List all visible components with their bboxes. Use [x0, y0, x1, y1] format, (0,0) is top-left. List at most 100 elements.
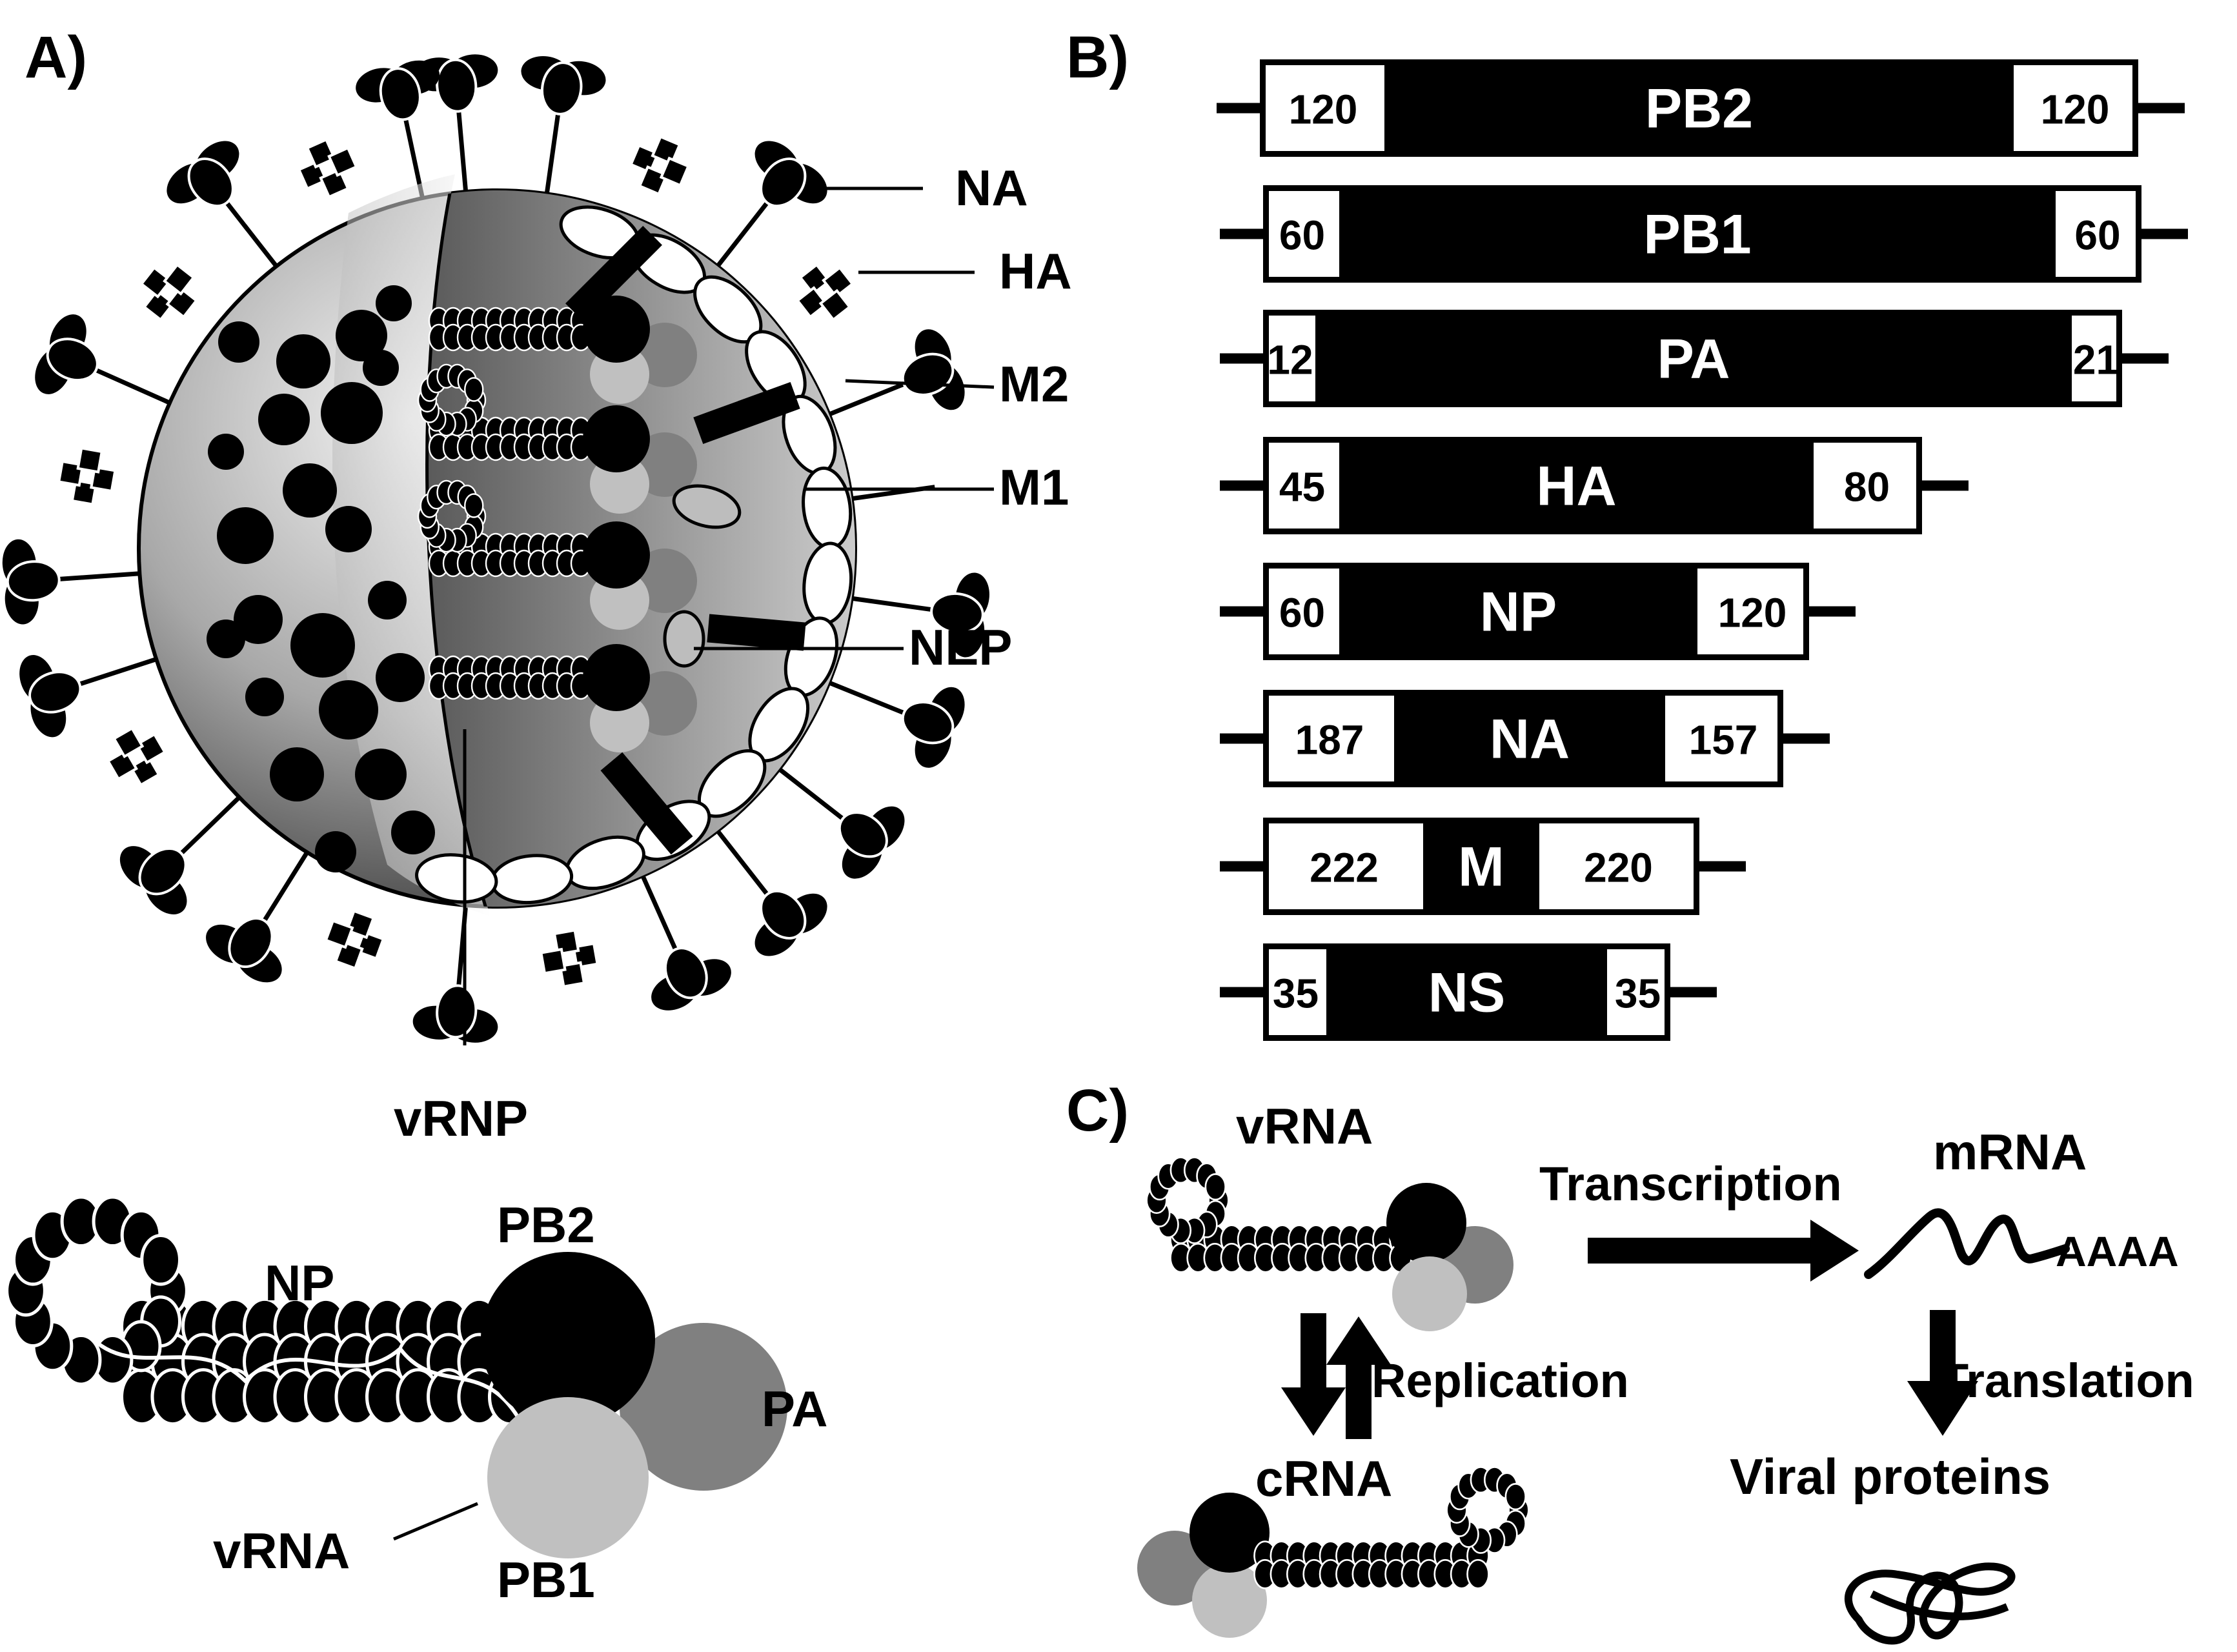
ha-head-icon [521, 56, 606, 116]
m1-oval [415, 853, 498, 904]
coding-region [1263, 185, 2141, 283]
ha-stalk [715, 829, 771, 898]
down-arrow [1281, 1313, 1346, 1436]
pb2-label: PB2 [497, 1196, 595, 1253]
segment-name: M [1458, 836, 1504, 898]
crna-np-chain [1253, 1466, 1530, 1589]
utr-right-length: 80 [1844, 464, 1890, 510]
internal-pb2 [583, 521, 650, 589]
ha-stalk [92, 367, 171, 405]
nep-callout-label: NEP [909, 619, 1012, 676]
ha-head-icon [412, 984, 498, 1043]
utr-left-length: 120 [1289, 86, 1358, 133]
vrnp-callout-label: vRNP [394, 1090, 528, 1147]
utr-left-box [1266, 65, 1384, 151]
na-tetramer-icon [629, 135, 691, 196]
internal-vrnps [417, 296, 697, 752]
translation-label: Translation [1939, 1354, 2194, 1407]
ha-stalk [828, 381, 908, 417]
vrna-strand [82, 1328, 531, 1440]
mrna-strand [1864, 1208, 2070, 1279]
utr-right-length: 35 [1615, 971, 1661, 1017]
m2-channel-2 [693, 381, 800, 445]
np-monomer [1504, 1483, 1526, 1511]
internal-pb2 [583, 644, 650, 711]
viral-protein-fold [1844, 1562, 2016, 1645]
transcription-arrow [1588, 1220, 1859, 1282]
utr-right-box [1814, 443, 1916, 529]
utr-right-length: 157 [1689, 717, 1758, 763]
crna-title: cRNA [1255, 1450, 1392, 1507]
utr-right-length: 60 [2074, 212, 2120, 259]
panel-a-label: A) [25, 25, 87, 90]
utr-right-box [2056, 191, 2136, 277]
ha-stalk [177, 796, 241, 858]
envelope-dot [258, 394, 310, 445]
utr-right-box [1607, 949, 1665, 1035]
pb1-label: PB1 [497, 1551, 595, 1608]
envelope-dot [270, 747, 324, 801]
envelope-dot [391, 811, 435, 854]
surface-spikes [2, 54, 989, 1043]
vrna-np-chain [1146, 1156, 1412, 1273]
envelope-dot [245, 678, 284, 716]
internal-vrnp [428, 296, 697, 404]
envelope-dot [336, 310, 387, 361]
envelope-dot [319, 680, 378, 740]
vrna-pb2 [1386, 1183, 1466, 1263]
utr-left-length: 35 [1273, 971, 1319, 1017]
utr-left-length: 187 [1295, 717, 1364, 763]
ha-head-icon [206, 917, 282, 983]
envelope-dot [321, 382, 383, 444]
envelope-dot [290, 613, 355, 678]
ha-head-icon [2, 539, 61, 625]
na-tetramer-icon [297, 137, 358, 199]
pa-subunit [620, 1323, 787, 1491]
na-tetramer-icon [106, 726, 167, 787]
transcription-label: Transcription [1539, 1157, 1842, 1211]
vrna-callout-line [393, 1502, 478, 1541]
envelope-dot [283, 463, 337, 518]
nep-protein-2 [663, 610, 705, 668]
ha-stalk [851, 596, 935, 612]
coding-region [1263, 310, 2122, 407]
panel-b-label: B) [1066, 25, 1129, 90]
ha-head-icon [754, 889, 827, 956]
crna-pb1 [1192, 1563, 1267, 1638]
viral-proteins-label: Viral proteins [1730, 1448, 2050, 1505]
ha-stalk [223, 199, 279, 268]
m2-channel-4 [600, 752, 693, 855]
ha-head-icon [930, 572, 989, 658]
utr-right-length: 21 [2073, 337, 2119, 383]
pb1-subunit [487, 1397, 649, 1558]
segment-name: NP [1480, 581, 1557, 643]
np-monomer [464, 493, 484, 518]
segment-name: HA [1536, 456, 1616, 518]
utr-right-box [1665, 696, 1777, 781]
na-tetramer-icon [139, 263, 199, 322]
nep-protein [672, 484, 742, 529]
envelope-dot [363, 350, 399, 386]
envelope-dot [234, 595, 283, 644]
vrna-title: vRNA [1236, 1098, 1373, 1154]
up-arrow [1326, 1316, 1391, 1439]
utr-left-box [1269, 191, 1339, 277]
m2-callout-label: M2 [999, 356, 1069, 412]
utr-left-box [1269, 949, 1326, 1035]
polya-tail: AAAA [2056, 1227, 2179, 1275]
ha-head-icon [167, 141, 239, 208]
utr-right-box [2014, 65, 2132, 151]
ha-stalk [544, 110, 561, 194]
internal-vrnp [428, 644, 697, 752]
vrna-complex [1146, 1156, 1513, 1331]
ha-head-icon [19, 655, 82, 738]
crna-complex [1137, 1466, 1530, 1638]
na-tetramer-icon [540, 929, 599, 989]
envelope-dot [376, 285, 412, 321]
segment-name: NS [1428, 962, 1505, 1024]
utr-right-length: 120 [1718, 590, 1787, 636]
segment-ns: 35 35 NS [1220, 943, 1717, 1041]
